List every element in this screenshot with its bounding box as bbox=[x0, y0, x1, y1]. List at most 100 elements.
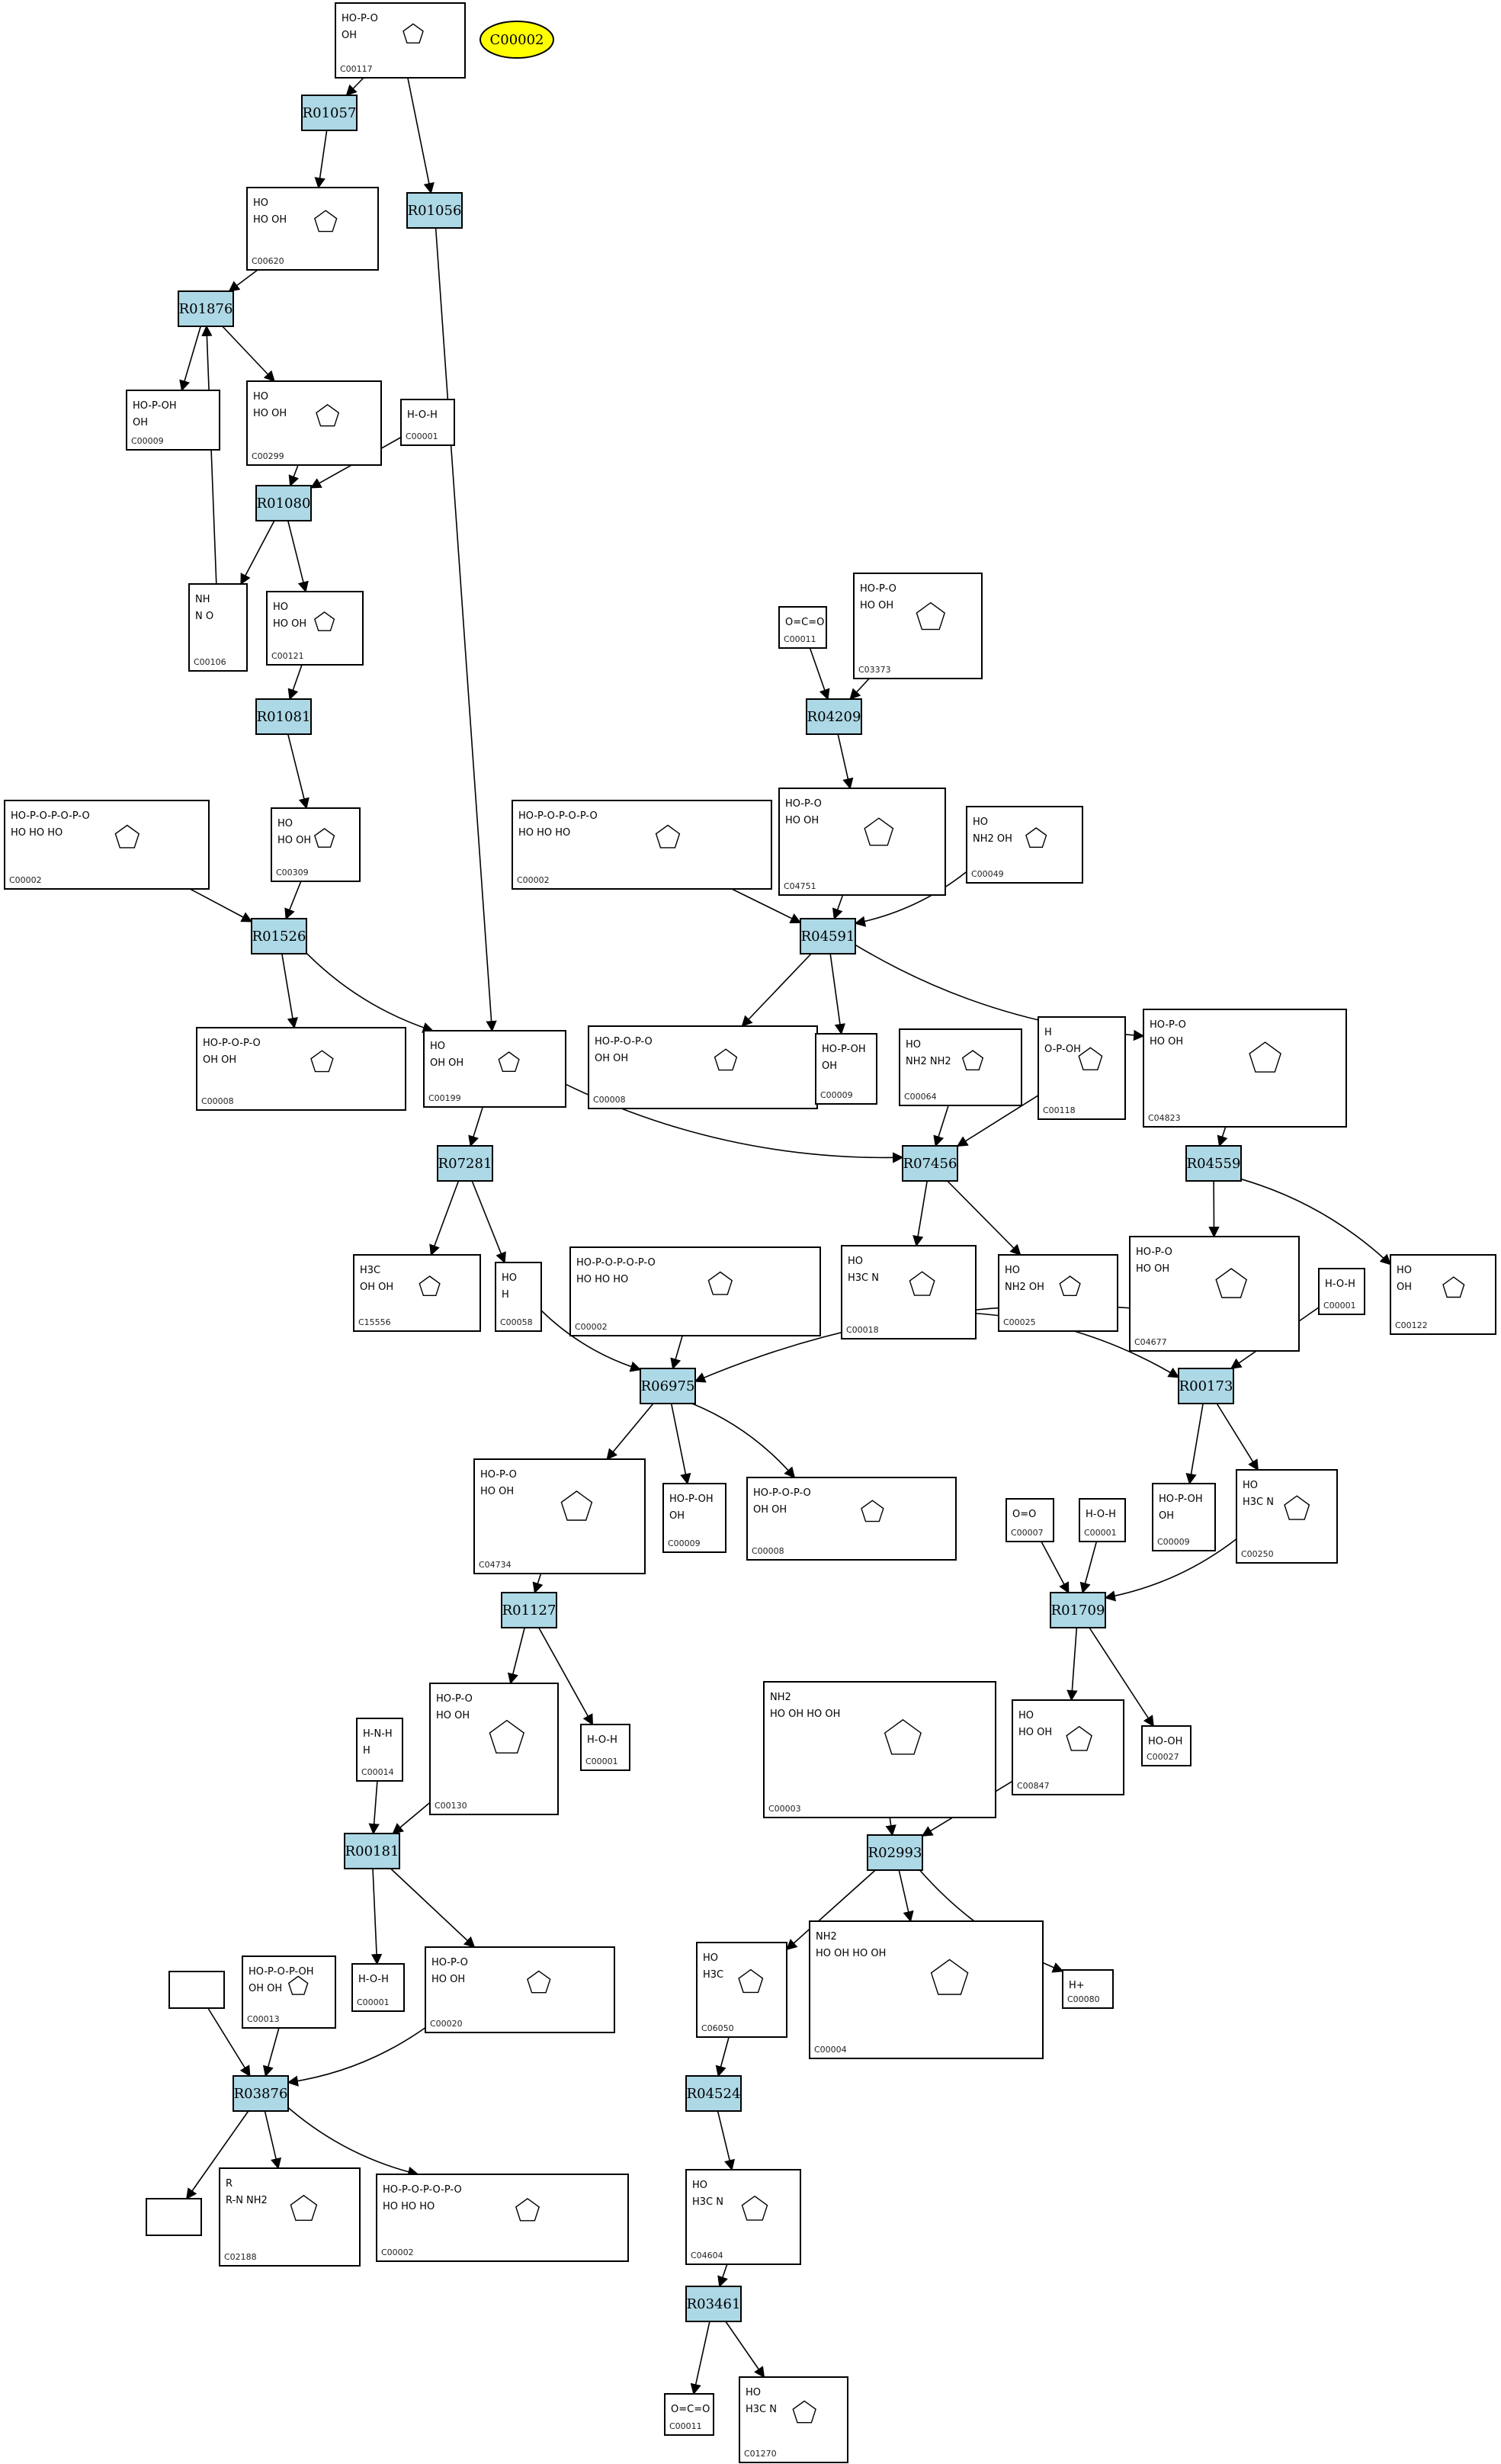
reaction-node-r01876[interactable]: R01876 bbox=[178, 290, 234, 327]
reaction-node-r04559[interactable]: R04559 bbox=[1185, 1145, 1242, 1182]
reaction-node-r01081[interactable]: R01081 bbox=[255, 698, 312, 735]
compound-box bbox=[1141, 1725, 1191, 1766]
edge-R03876-to-blank2 bbox=[186, 2110, 249, 2200]
compound-box bbox=[246, 380, 382, 466]
reaction-node-r00173[interactable]: R00173 bbox=[1178, 1368, 1234, 1404]
edge-R06975-to-c00009c bbox=[670, 1403, 691, 1485]
reaction-node-r07456[interactable]: R07456 bbox=[902, 1145, 958, 1182]
reaction-node-r00181[interactable]: R00181 bbox=[344, 1833, 400, 1869]
reaction-node-r03461[interactable]: R03461 bbox=[685, 2286, 742, 2322]
ring-bond bbox=[741, 2195, 768, 2221]
reaction-node-r01056[interactable]: R01056 bbox=[406, 192, 463, 229]
reaction-node-r04524[interactable]: R04524 bbox=[685, 2075, 742, 2112]
edge-R04591-to-c00008b bbox=[741, 953, 812, 1028]
ring-bond bbox=[738, 1968, 764, 1994]
compound-box bbox=[1318, 1268, 1365, 1315]
structure-label: H3C N bbox=[692, 2196, 723, 2208]
structure-label: HO-P-O bbox=[860, 583, 896, 595]
edge-R02993-to-c00004 bbox=[898, 1869, 914, 1923]
compound-box bbox=[580, 1724, 630, 1771]
reaction-node-r07281[interactable]: R07281 bbox=[437, 1145, 493, 1182]
structure-label: OH OH bbox=[249, 1983, 282, 1994]
compound-box bbox=[335, 2, 466, 79]
reaction-node-r04209[interactable]: R04209 bbox=[806, 698, 862, 735]
compound-box bbox=[998, 1254, 1118, 1332]
reaction-node-r01057[interactable]: R01057 bbox=[301, 95, 358, 131]
structure-label: H bbox=[363, 1745, 370, 1757]
reaction-node-r02993[interactable]: R02993 bbox=[867, 1834, 923, 1871]
compound-node-blank2[interactable] bbox=[146, 2198, 202, 2236]
edge-c00250-to-R01709 bbox=[1104, 1538, 1237, 1602]
reaction-node-r01526[interactable]: R01526 bbox=[251, 918, 307, 954]
reaction-node-r01127[interactable]: R01127 bbox=[501, 1592, 557, 1628]
structure-label: HO OH bbox=[277, 835, 311, 846]
reaction-box bbox=[902, 1145, 958, 1182]
reaction-node-r01080[interactable]: R01080 bbox=[255, 485, 312, 521]
reaction-node-r06975[interactable]: R06975 bbox=[640, 1368, 696, 1404]
compound-box bbox=[246, 187, 379, 271]
structure-label: OH bbox=[1159, 1510, 1174, 1522]
edge-c00014-to-R00181 bbox=[368, 1780, 380, 1835]
structure-label: HO bbox=[1243, 1480, 1258, 1491]
reaction-node-r01709[interactable]: R01709 bbox=[1050, 1592, 1106, 1628]
compound-node-c00080[interactable]: H+C00080 bbox=[1062, 1969, 1114, 2009]
compound-node-blank1[interactable] bbox=[168, 1971, 225, 2009]
reaction-node-r03876[interactable]: R03876 bbox=[233, 2075, 289, 2112]
compound-box bbox=[429, 1683, 559, 1815]
highlight-node-c00002[interactable]: C00002 bbox=[479, 21, 554, 59]
reaction-node-r04591[interactable]: R04591 bbox=[800, 918, 856, 954]
